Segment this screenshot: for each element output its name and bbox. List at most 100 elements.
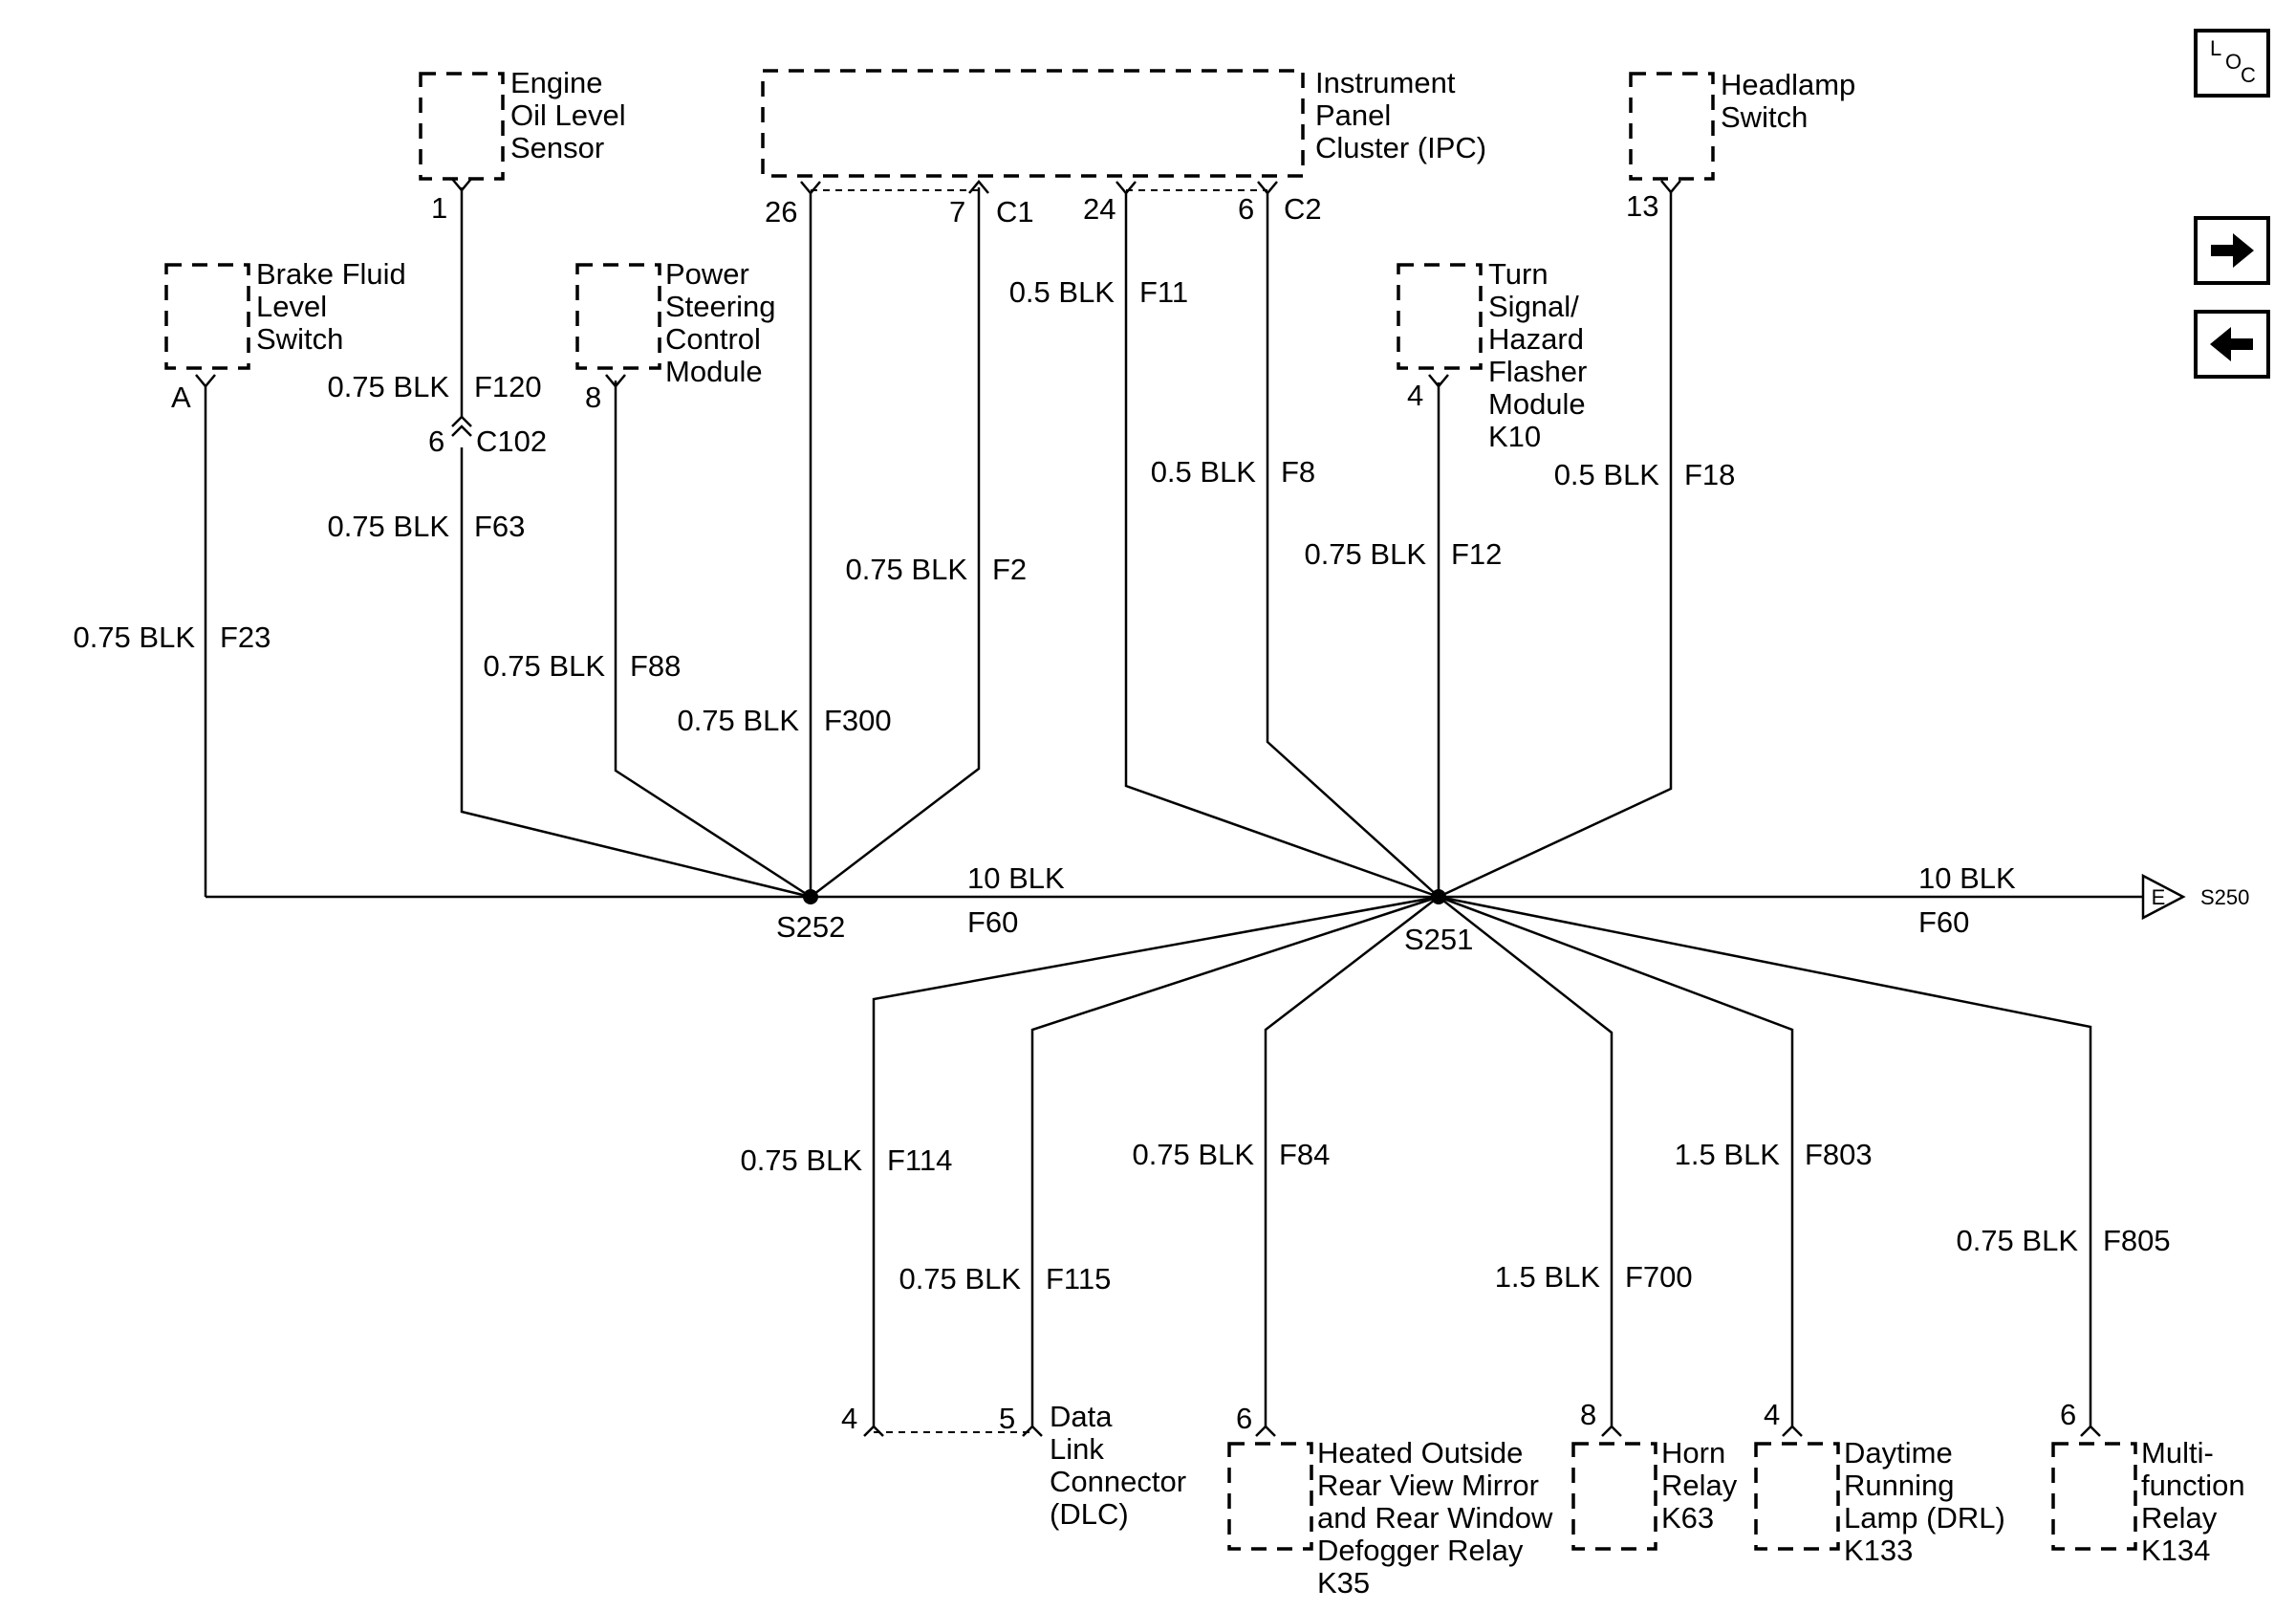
multifunction-label-1: Multi- [2141, 1436, 2214, 1469]
terminal-dlc-pin-4 [863, 1425, 884, 1437]
wire-f12-circuit: F12 [1451, 537, 1502, 571]
horn-label-3: K63 [1661, 1501, 1714, 1535]
turn-signal-label-5: Module [1488, 387, 1586, 421]
wire-f11-circuit: F11 [1139, 275, 1188, 309]
pin-turn-4: 4 [1407, 379, 1423, 412]
turn-signal-flasher-module-box [1397, 263, 1483, 370]
pin-c102-6: 6 [428, 425, 444, 458]
engine-oil-label-3: Sensor [510, 131, 604, 164]
brake-fluid-label-3: Switch [256, 322, 343, 356]
wire-f805 [1438, 895, 2092, 1426]
wire-f300-circuit: F300 [824, 704, 892, 737]
brake-fluid-label-1: Brake Fluid [256, 257, 406, 291]
horn-label-1: Horn [1661, 1436, 1725, 1469]
terminal-brake-pin-a [195, 374, 216, 388]
terminal-ipc-pin-26 [800, 181, 821, 195]
wire-f11 [1124, 191, 1440, 899]
wire-f8-circuit: F8 [1281, 455, 1315, 489]
splice-s252-label: S252 [776, 910, 845, 944]
wire-f700-circuit: F700 [1625, 1260, 1693, 1294]
wire-f805-circuit: F805 [2103, 1224, 2171, 1257]
power-steering-label-4: Module [665, 355, 763, 388]
wire-f18-circuit: F18 [1684, 458, 1735, 491]
back-button[interactable] [2194, 310, 2270, 379]
pin-ipc-7: 7 [949, 195, 965, 229]
engine-oil-level-sensor-box [419, 72, 505, 181]
terminals [195, 178, 2101, 1437]
ipc-label-1: Instrument [1315, 66, 1456, 99]
engine-oil-label-2: Oil Level [510, 98, 626, 132]
wire-f60a-size: 10 BLK [967, 861, 1065, 895]
instrument-panel-cluster-box [761, 69, 1305, 178]
wire-f803-circuit: F803 [1805, 1138, 1873, 1171]
wire-f300-size: 0.75 BLK [677, 704, 799, 737]
headlamp-label-2: Switch [1721, 100, 1808, 134]
ipc-label-3: Cluster (IPC) [1315, 131, 1486, 164]
terminal-eol-pin-1 [451, 178, 472, 192]
terminal-drl-pin-4 [1782, 1425, 1803, 1437]
ipc-label-2: Panel [1315, 98, 1391, 132]
multifunction-label-4: K134 [2141, 1534, 2210, 1567]
location-icon: L O C [2210, 36, 2256, 87]
forward-button[interactable] [2194, 216, 2270, 285]
pin-labels: 1 26 7 24 6 13 A 8 4 6 4 5 6 8 4 6 [171, 189, 2076, 1435]
power-steering-control-module-box [575, 263, 661, 370]
drl-label-1: Daytime [1844, 1436, 1953, 1469]
wire-f803-size: 1.5 BLK [1675, 1138, 1781, 1171]
terminal-c102-pin-6 [451, 415, 472, 437]
wire-f23-size: 0.75 BLK [73, 620, 195, 654]
pin-dlc-5: 5 [999, 1402, 1015, 1435]
wire-f2-size: 0.75 BLK [845, 553, 967, 586]
wire-f115-circuit: F115 [1046, 1262, 1111, 1295]
wire-f700 [1438, 896, 1614, 1426]
turn-signal-label-2: Signal/ [1488, 290, 1579, 323]
horn-relay-box [1571, 1442, 1657, 1551]
wire-f114 [872, 895, 1440, 1426]
wire-f84-circuit: F84 [1279, 1138, 1330, 1171]
wire-f84-size: 0.75 BLK [1132, 1138, 1254, 1171]
multifunction-relay-box [2051, 1442, 2137, 1551]
splice-s251-label: S251 [1404, 923, 1473, 956]
brake-fluid-level-switch-box [164, 263, 250, 370]
multifunction-label-2: function [2141, 1469, 2245, 1502]
terminal-multi-pin-6 [2080, 1425, 2101, 1437]
pin-multi-6: 6 [2060, 1398, 2076, 1431]
wire-f88-circuit: F88 [630, 649, 681, 683]
location-button[interactable]: L O C [2194, 29, 2270, 98]
heated-mirror-defogger-relay-box [1227, 1442, 1313, 1551]
terminal-horn-pin-8 [1601, 1425, 1622, 1437]
pin-drl-4: 4 [1764, 1398, 1780, 1431]
wire-f700-size: 1.5 BLK [1495, 1260, 1601, 1294]
wire-f18-size: 0.5 BLK [1554, 458, 1660, 491]
wire-f18 [1438, 191, 1673, 899]
location-button-frame[interactable] [2194, 29, 2270, 98]
terminal-ipc-pin-6 [1257, 181, 1278, 195]
terminal-mirror-pin-6 [1255, 1425, 1276, 1437]
heated-mirror-label-5: K35 [1317, 1566, 1370, 1600]
components [164, 69, 2137, 1551]
pin-mirror-6: 6 [1236, 1402, 1252, 1435]
multifunction-label-3: Relay [2141, 1501, 2218, 1535]
pin-headlamp-13: 13 [1626, 189, 1658, 223]
wire-f12-size: 0.75 BLK [1304, 537, 1426, 571]
turn-signal-label-3: Hazard [1488, 322, 1584, 356]
pin-horn-8: 8 [1580, 1398, 1596, 1431]
wire-f2 [810, 187, 981, 898]
location-icon-c: C [2241, 63, 2256, 87]
heated-mirror-label-1: Heated Outside [1317, 1436, 1523, 1469]
wire-f60b-size: 10 BLK [1918, 861, 2016, 895]
arrow-left-icon [2210, 327, 2253, 361]
wire-f805-size: 0.75 BLK [1956, 1224, 2078, 1257]
pin-ipc-6: 6 [1238, 192, 1254, 226]
location-icon-o: O [2225, 50, 2242, 74]
drl-label-2: Running [1844, 1469, 1954, 1502]
splice-e-label: E [2152, 885, 2166, 909]
dlc-label-3: Connector [1050, 1465, 1186, 1498]
component-labels: Engine Oil Level Sensor Instrument Panel… [256, 66, 2245, 1600]
wire-f84 [1264, 896, 1440, 1426]
brake-fluid-label-2: Level [256, 290, 327, 323]
splice-s252-dot [803, 889, 818, 904]
wire-f115-size: 0.75 BLK [899, 1262, 1021, 1295]
drl-label-4: K133 [1844, 1534, 1913, 1567]
